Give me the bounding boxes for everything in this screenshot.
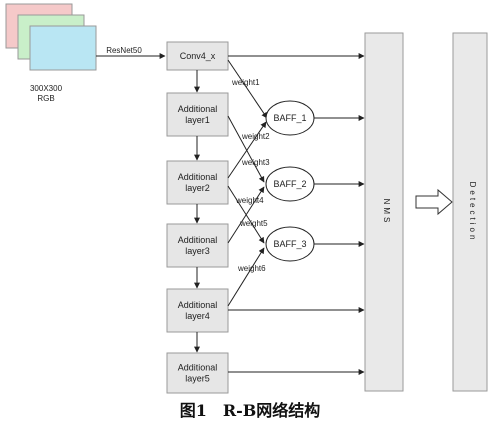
layer-box-text: layer3 (185, 246, 210, 256)
nms-label: NMS (382, 199, 391, 226)
weight6-line (227, 247, 265, 307)
weight3-line (227, 121, 267, 179)
layer-box-text: layer1 (185, 115, 210, 125)
layer-box-text: Additional (178, 300, 218, 310)
layer-box-text: Additional (178, 363, 218, 373)
detection-label: Detection (468, 182, 477, 243)
layer-box-text: Additional (178, 104, 218, 114)
layer-column: Conv4_xAdditionallayer1Additionallayer2A… (166, 41, 229, 394)
weight4-label: weight4 (235, 196, 264, 205)
direct-outputs (228, 53, 365, 375)
baff1-label: BAFF_1 (273, 113, 306, 123)
weight-connections: weight1 weight2 weight3 weight4 weight5 … (227, 59, 270, 307)
layer-box-rect (166, 352, 229, 394)
input-image-stack: 300X300 RGB (5, 3, 97, 103)
layer-box-text: Conv4_x (180, 51, 216, 61)
input-size-label: 300X300 (30, 84, 63, 93)
layer-box-text: Additional (178, 235, 218, 245)
backbone-label: ResNet50 (106, 46, 142, 55)
figure-caption: 图1 R-B网络结构 (179, 401, 321, 420)
layer-box-text: layer4 (185, 311, 210, 321)
weight5-label: weight5 (239, 219, 268, 228)
weight2-label: weight2 (241, 132, 270, 141)
baff-modules: BAFF_1 BAFF_2 BAFF_3 (265, 100, 365, 262)
weight5-line (227, 186, 265, 244)
nms-block (364, 32, 404, 392)
network-diagram: 300X300 RGB ResNet50 Conv4_xAdditionalla… (5, 3, 488, 394)
baff3-label: BAFF_3 (273, 239, 306, 249)
layer-box-text: Additional (178, 172, 218, 182)
layer-box-text: layer2 (185, 183, 210, 193)
layer-box-rect (166, 223, 229, 268)
weight1-line (227, 59, 268, 119)
layer-box-conv4: Conv4_x (166, 41, 229, 71)
layer-box-rect (166, 160, 229, 205)
nms-to-detection-arrow (415, 188, 453, 216)
weight1-label: weight1 (231, 78, 260, 87)
baff2-label: BAFF_2 (273, 179, 306, 189)
weight3-label: weight3 (241, 158, 270, 167)
detection-block (452, 32, 488, 392)
weight6-label: weight6 (237, 264, 266, 273)
input-color-label: RGB (37, 94, 54, 103)
layer-box-text: layer5 (185, 374, 210, 384)
layer-box-rect (166, 92, 229, 137)
weight2-line (227, 115, 265, 183)
input-image-blue (29, 25, 97, 71)
